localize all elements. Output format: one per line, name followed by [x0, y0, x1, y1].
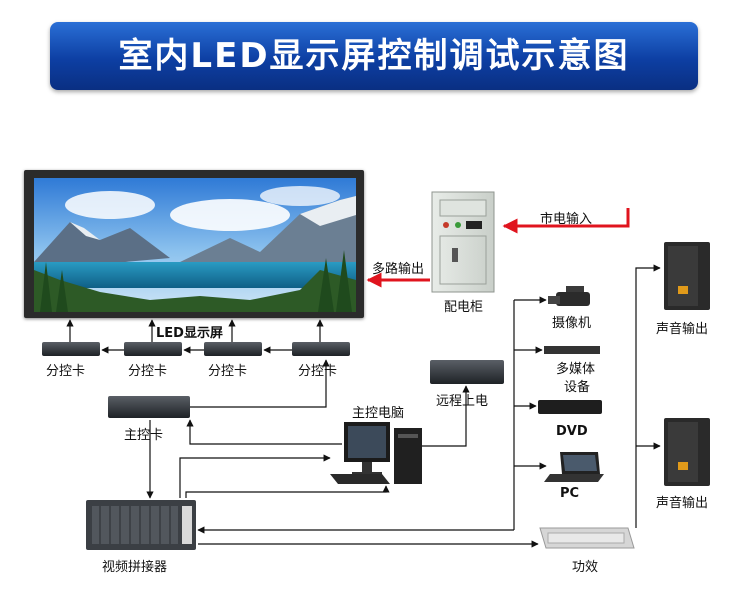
amplifier-label: 功效	[572, 560, 599, 575]
sub-controller-cards	[42, 342, 350, 356]
title-banner	[50, 22, 698, 90]
dvd-player	[538, 400, 602, 414]
distribution-cabinet	[431, 191, 495, 293]
speaker-bottom	[664, 418, 710, 486]
main-pc-label: 主控电脑	[352, 406, 405, 421]
camera-label: 摄像机	[552, 316, 592, 331]
distribution-cabinet-label: 配电柜	[444, 300, 484, 315]
video-splicer-label: 视频拼接器	[102, 560, 168, 575]
speaker-top	[664, 242, 710, 310]
multimedia-device	[544, 346, 600, 354]
sub-card-label-4: 分控卡	[298, 364, 338, 379]
multimedia-label-line2: 设备	[564, 380, 591, 395]
camera	[548, 286, 590, 306]
laptop-pc	[544, 452, 604, 482]
multi-output-label: 多路输出	[372, 262, 425, 277]
main-controller-card	[108, 396, 190, 418]
mains-input-label: 市电输入	[540, 212, 593, 227]
main-pc	[330, 422, 422, 484]
dvd-label: DVD	[556, 424, 588, 439]
amplifier	[539, 527, 635, 549]
screen-landscape-image	[34, 178, 356, 312]
speaker-top-label: 声音输出	[656, 322, 709, 337]
main-card-label: 主控卡	[124, 428, 164, 443]
page-title: 室内LED显示屏控制调试示意图	[118, 36, 630, 76]
sub-card-label-2: 分控卡	[128, 364, 168, 379]
remote-power-label: 远程上电	[436, 394, 489, 409]
signal-lines	[66, 264, 661, 548]
power-lines	[366, 208, 630, 288]
multimedia-label-line1: 多媒体	[556, 362, 596, 377]
speaker-bottom-label: 声音输出	[656, 496, 709, 511]
remote-power-box	[430, 360, 504, 384]
pc-label: PC	[560, 486, 580, 501]
sub-card-label-3: 分控卡	[208, 364, 248, 379]
sub-card-label-1: 分控卡	[46, 364, 86, 379]
led-screen-label: LED显示屏	[156, 326, 223, 341]
video-splicer	[86, 500, 196, 550]
